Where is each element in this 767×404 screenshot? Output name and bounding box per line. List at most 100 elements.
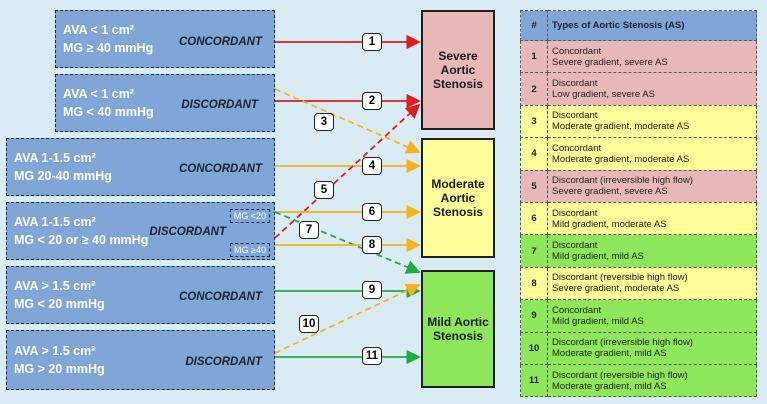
type-label: DISCORDANT <box>181 99 258 111</box>
type-label: DISCORDANT <box>185 356 262 368</box>
arrow-label-2: 2 <box>362 92 382 110</box>
arrow-7 <box>274 211 421 274</box>
table-header-number: # <box>520 10 548 41</box>
arrow-3 <box>274 88 421 154</box>
arrow-label-6: 6 <box>362 203 382 221</box>
mg-high-chip: MG ≥40 <box>230 243 270 257</box>
row-description: Discordant (irreversible high flow)Sever… <box>547 169 757 203</box>
row-gradient: Mild gradient, mild AS <box>552 315 644 327</box>
arrow-label-5: 5 <box>314 181 334 199</box>
category-box-2: AVA < 1 cm² MG < 40 mmHg DISCORDANT <box>55 74 275 132</box>
row-number: 11 <box>520 363 548 398</box>
category-box-3: AVA 1-1.5 cm² MG 20-40 mmHg CONCORDANT <box>6 138 275 196</box>
category-box-1: AVA < 1 cm² MG ≥ 40 mmHg CONCORDANT <box>55 10 275 68</box>
mg-label: MG ≥ 40 mmHg <box>63 41 154 55</box>
arrow-label-3: 3 <box>314 113 334 131</box>
ava-label: AVA 1-1.5 cm² <box>14 215 96 229</box>
row-number: 9 <box>520 299 548 333</box>
type-label: CONCORDANT <box>178 163 262 175</box>
arrow-5 <box>274 103 421 239</box>
row-gradient: Severe gradient, moderate AS <box>552 283 680 295</box>
mild-stenosis-box: Mild Aortic Stenosis <box>421 270 495 388</box>
mg-label: MG < 20 or ≥ 40 mmHg <box>14 233 149 247</box>
row-gradient: Moderate gradient, mild AS <box>552 348 667 360</box>
mg-label: MG > 20 mmHg <box>14 362 105 376</box>
row-number: 3 <box>520 104 548 139</box>
row-type: Discordant (irreversible high flow) <box>552 337 693 349</box>
ava-label: AVA < 1 cm² <box>63 23 134 37</box>
arrow-label-9: 9 <box>362 281 382 299</box>
row-description: Discordant (irreversible high flow)Moder… <box>547 331 757 365</box>
row-gradient: Mild gradient, mild AS <box>552 251 644 263</box>
row-description: Discordant (reversible high flow)Moderat… <box>547 363 757 398</box>
row-number: 1 <box>520 39 548 74</box>
severe-stenosis-box: Severe Aortic Stenosis <box>421 10 495 130</box>
row-number: 8 <box>520 266 548 301</box>
ava-label: AVA < 1 cm² <box>63 87 134 101</box>
row-number: 2 <box>520 72 548 106</box>
row-gradient: Moderate gradient, moderate AS <box>552 153 690 165</box>
ava-label: AVA > 1.5 cm² <box>14 279 96 293</box>
arrow-label-1: 1 <box>362 33 382 51</box>
row-number: 10 <box>520 331 548 365</box>
row-gradient: Severe gradient, severe AS <box>552 186 668 198</box>
category-box-6: AVA > 1.5 cm² MG > 20 mmHg DISCORDANT <box>6 330 275 390</box>
table-header-row: # Types of Aortic Stenosis (AS) <box>520 10 757 41</box>
arrow-label-7: 7 <box>299 221 319 239</box>
mg-label: MG 20-40 mmHg <box>14 169 112 183</box>
row-type: Discordant (irreversible high flow) <box>552 175 693 187</box>
row-description: Discordant (reversible high flow)Severe … <box>547 266 757 301</box>
arrow-label-11: 11 <box>362 347 382 365</box>
row-type: Discordant <box>552 207 598 219</box>
row-type: Concordant <box>552 142 602 154</box>
row-type: Discordant <box>552 240 598 252</box>
type-label: CONCORDANT <box>178 291 262 303</box>
row-type: Discordant <box>552 78 598 90</box>
row-type: Discordant (reversible high flow) <box>552 272 688 284</box>
row-number: 7 <box>520 234 548 268</box>
category-box-5: AVA > 1.5 cm² MG < 20 mmHg CONCORDANT <box>6 266 275 324</box>
mg-label: MG < 20 mmHg <box>14 297 105 311</box>
ava-label: AVA 1-1.5 cm² <box>14 151 96 165</box>
row-number: 5 <box>520 169 548 203</box>
row-number: 4 <box>520 137 548 171</box>
row-gradient: Mild gradient, moderate AS <box>552 218 667 230</box>
row-gradient: Moderate gradient, mild AS <box>552 380 667 392</box>
table-header-title: Types of Aortic Stenosis (AS) <box>547 10 757 41</box>
arrow-label-4: 4 <box>362 157 382 175</box>
row-number: 6 <box>520 201 548 236</box>
arrow-10 <box>274 283 421 354</box>
row-gradient: Severe gradient, severe AS <box>552 56 668 68</box>
row-gradient: Low gradient, severe AS <box>552 89 655 101</box>
category-box-4: AVA 1-1.5 cm² MG < 20 or ≥ 40 mmHg DISCO… <box>6 202 275 260</box>
type-label: DISCORDANT <box>149 226 226 238</box>
type-label: CONCORDANT <box>178 36 262 48</box>
arrow-label-8: 8 <box>362 236 382 254</box>
row-type: Concordant <box>552 304 602 316</box>
arrow-label-10: 10 <box>299 315 319 333</box>
moderate-stenosis-box: Moderate Aortic Stenosis <box>421 138 495 258</box>
row-type: Discordant <box>552 110 598 122</box>
mg-low-chip: MG <20 <box>229 209 270 223</box>
mg-label: MG < 40 mmHg <box>63 105 154 119</box>
row-type: Concordant <box>552 45 602 57</box>
row-type: Discordant (reversible high flow) <box>552 369 688 381</box>
